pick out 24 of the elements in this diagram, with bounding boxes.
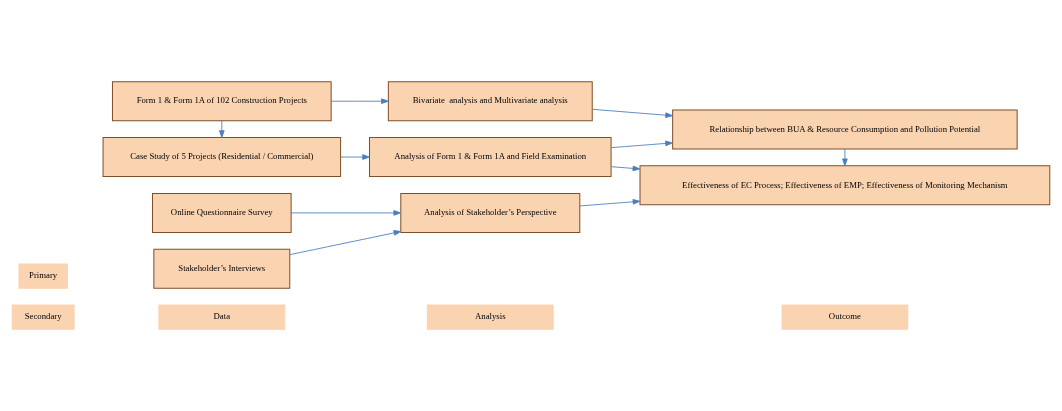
- node-box: Online Questionnaire Survey: [152, 192, 292, 233]
- node-box: Data: [158, 304, 286, 330]
- arrow: [340, 154, 370, 160]
- arrow: [330, 98, 389, 104]
- arrow: [289, 230, 402, 256]
- node-box: Effectiveness of EC Process; Effectiveness of EMP; Effectiveness of Monitoring Mechanism: [639, 165, 1051, 206]
- arrow: [592, 108, 673, 118]
- node-box: Analysis of Stakeholder’s Perspective: [400, 192, 581, 233]
- node-box: Outcome: [781, 304, 909, 330]
- arrow: [290, 210, 402, 216]
- node-box: Analysis of Form 1 & Form 1A and Field Examination: [369, 137, 612, 178]
- arrow: [579, 199, 641, 207]
- node-box: Case Study of 5 Projects (Residential / Commercial): [102, 137, 342, 178]
- node-box: Secondary: [11, 304, 75, 330]
- arrow: [842, 148, 848, 167]
- node-box: Bivariate analysis and Multivariate analysis: [387, 81, 593, 122]
- node-box: Analysis: [426, 304, 554, 330]
- node-box: Stakeholder’s Interviews: [153, 248, 291, 289]
- node-box: Primary: [18, 263, 68, 289]
- arrow: [610, 165, 641, 172]
- node-box: Form 1 & Form 1A of 102 Construction Projects: [111, 81, 332, 122]
- node-box: Relationship between BUA & Resource Consumption and Pollution Potential: [672, 109, 1018, 150]
- arrow: [219, 120, 225, 138]
- arrow: [610, 140, 673, 149]
